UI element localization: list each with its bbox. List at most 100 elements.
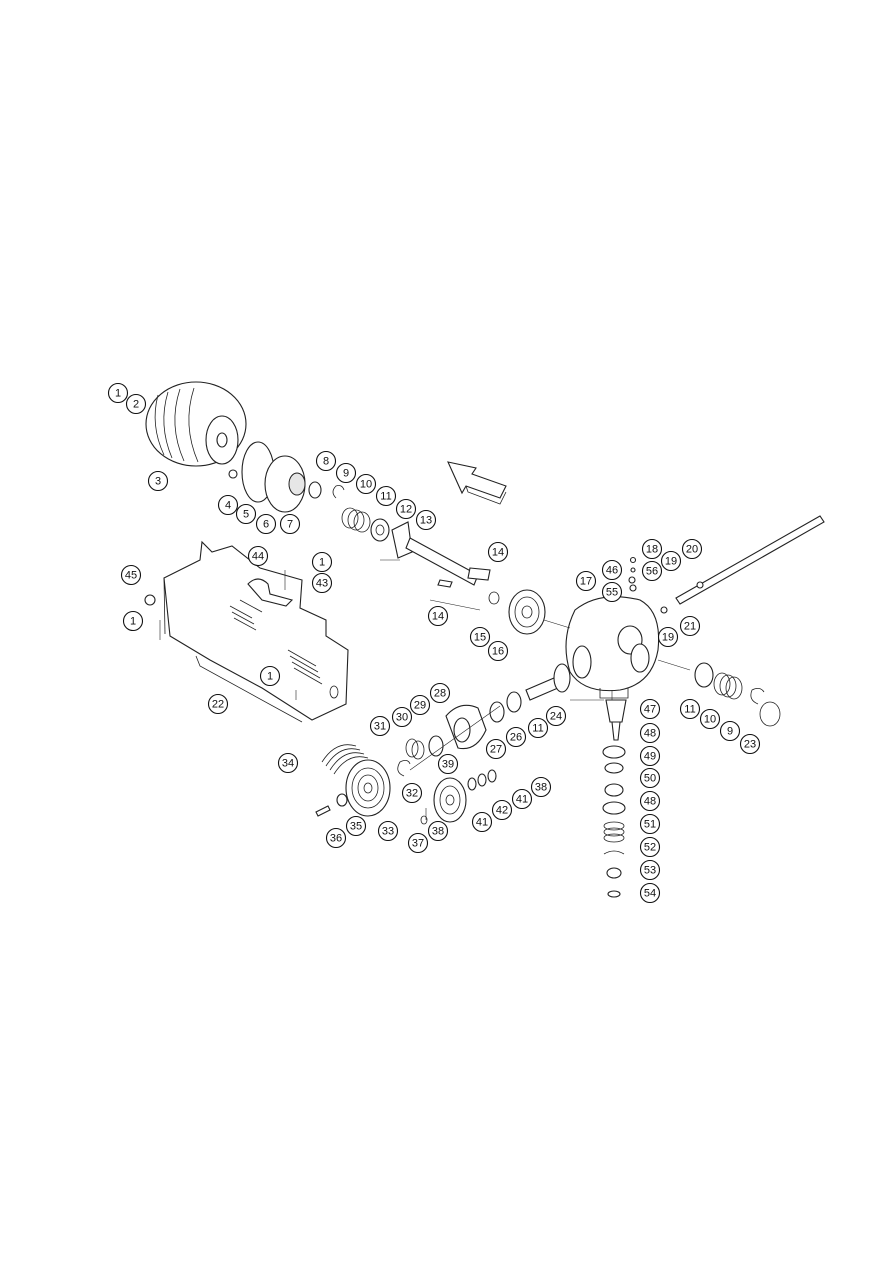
callout-circle	[471, 811, 493, 833]
callout-circle	[217, 494, 239, 516]
callout-1: 1	[107, 382, 129, 404]
callout-4: 4	[217, 494, 239, 516]
callout-label: 12	[400, 504, 412, 516]
callout-15: 15	[469, 626, 491, 648]
callout-label: 41	[476, 817, 488, 829]
callout-label: 10	[704, 714, 716, 726]
callout-56: 56	[641, 560, 663, 582]
callout-label: 9	[727, 726, 733, 738]
callout-circle	[639, 836, 661, 858]
callout-circle	[235, 503, 257, 525]
callout-label: 26	[510, 732, 522, 744]
callout-label: 21	[684, 621, 696, 633]
callout-circle	[277, 752, 299, 774]
callout-label: 28	[434, 688, 446, 700]
callout-label: 50	[644, 773, 656, 785]
callout-circle	[699, 708, 721, 730]
callout-circle	[375, 485, 397, 507]
callout-42: 42	[491, 799, 513, 821]
callout-label: 1	[130, 616, 136, 628]
callout-12: 12	[395, 498, 417, 520]
callout-54: 54	[639, 882, 661, 904]
callout-circle	[377, 820, 399, 842]
pinion-shaft-24	[525, 663, 571, 701]
callout-47: 47	[639, 698, 661, 720]
callout-label: 29	[414, 700, 426, 712]
callout-label: 15	[474, 632, 486, 644]
callout-circle	[207, 693, 229, 715]
callout-10: 10	[355, 473, 377, 495]
callout-46: 46	[601, 559, 623, 581]
callout-9: 9	[719, 720, 741, 742]
callout-16: 16	[487, 640, 509, 662]
callout-label: 52	[644, 842, 656, 854]
callout-14: 14	[487, 541, 509, 563]
callout-circle	[639, 813, 661, 835]
callout-circle	[530, 776, 552, 798]
callout-51: 51	[639, 813, 661, 835]
callout-circle	[279, 513, 301, 535]
callout-circle	[679, 615, 701, 637]
callout-34: 34	[277, 752, 299, 774]
callout-label: 35	[350, 821, 362, 833]
callout-label: 32	[406, 788, 418, 800]
callout-label: 2	[133, 399, 139, 411]
callout-18: 18	[641, 538, 663, 560]
callout-label: 53	[644, 865, 656, 877]
callout-label: 56	[646, 566, 658, 578]
callout-label: 8	[323, 456, 329, 468]
callout-circle	[315, 450, 337, 472]
callout-label: 20	[686, 544, 698, 556]
callout-43: 43	[311, 572, 333, 594]
callout-circle	[107, 382, 129, 404]
callout-circle	[395, 498, 417, 520]
callout-circle	[601, 559, 623, 581]
callout-circle	[639, 882, 661, 904]
callout-label: 51	[644, 819, 656, 831]
hub-seals	[397, 735, 444, 777]
callout-circle	[639, 767, 661, 789]
callout-label: 24	[550, 711, 562, 723]
washer-bolt	[315, 793, 348, 817]
callout-circle	[485, 738, 507, 760]
callout-24: 24	[545, 705, 567, 727]
callout-5: 5	[235, 503, 257, 525]
pulley-second	[420, 769, 497, 825]
callout-label: 3	[155, 476, 161, 488]
callout-45: 45	[120, 564, 142, 586]
callout-circle	[311, 551, 333, 573]
callout-circle	[125, 393, 147, 415]
callout-label: 11	[532, 723, 543, 735]
callout-11: 11	[375, 485, 397, 507]
guard-cover	[144, 540, 349, 723]
callout-circle	[487, 541, 509, 563]
callout-label: 13	[420, 515, 432, 527]
callout-label: 37	[412, 838, 424, 850]
callout-label: 14	[432, 611, 444, 623]
callout-label: 42	[496, 805, 508, 817]
callout-circle	[437, 753, 459, 775]
callout-label: 54	[644, 888, 656, 900]
callout-circle	[511, 788, 533, 810]
callout-circle	[491, 799, 513, 821]
callout-label: 18	[646, 544, 658, 556]
callout-circle	[639, 790, 661, 812]
callout-label: 19	[662, 632, 674, 644]
callout-label: 44	[252, 551, 264, 563]
right-bearings	[694, 662, 781, 727]
callout-label: 36	[330, 833, 342, 845]
callout-11: 11	[679, 698, 701, 720]
gearbox-housing	[565, 596, 660, 699]
callout-33: 33	[377, 820, 399, 842]
callout-36: 36	[325, 827, 347, 849]
callout-label: 11	[380, 491, 391, 503]
callout-label: 38	[432, 826, 444, 838]
callout-label: 49	[644, 751, 656, 763]
callout-circle	[545, 705, 567, 727]
callout-circle	[427, 820, 449, 842]
callout-circle	[345, 815, 367, 837]
callout-37: 37	[407, 832, 429, 854]
hub-27	[445, 704, 487, 750]
callout-circle	[505, 726, 527, 748]
direction-arrow	[447, 461, 507, 505]
